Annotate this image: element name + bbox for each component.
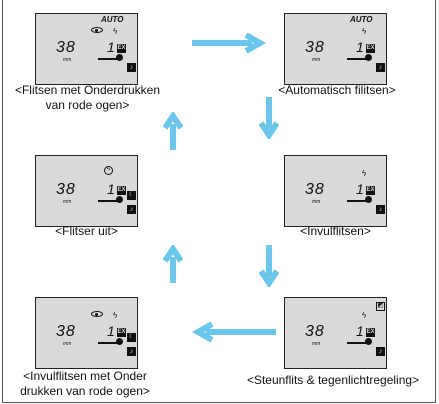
lcd-dot — [365, 196, 372, 203]
exposure-box-icon: EX — [117, 328, 126, 337]
exposure-box-icon: EX — [117, 186, 126, 195]
flash-bolt-icon: ϟ — [113, 311, 118, 320]
auto-indicator: AUTO — [350, 15, 373, 24]
focal-length-unit: mm — [63, 199, 72, 205]
exposure-box-icon: EX — [117, 44, 126, 53]
exposure-box-icon: EX — [366, 328, 375, 337]
focal-length-unit: mm — [312, 341, 321, 347]
lcd-bar — [98, 200, 121, 202]
arrow-down-1 — [259, 97, 279, 139]
caption-fill-red-eye: <Invulflitsen met Onder drukken van rode… — [5, 369, 165, 399]
night-mode-icon: ♪ — [376, 63, 385, 72]
frame-counter: 1 — [107, 181, 115, 197]
caption-slow-sync: <Steunflits & tegenlichtregeling> — [228, 373, 438, 388]
flash-bolt-icon: ϟ — [362, 311, 367, 320]
exposure-box-icon: EX — [366, 186, 375, 195]
caption-line: van rode ogen> — [45, 98, 130, 112]
exposure-box-icon: EX — [366, 44, 375, 53]
caption-line: <Invulflitsen> — [300, 224, 371, 238]
backlight-icon: ◩ — [376, 302, 385, 311]
lcd-dot — [116, 54, 123, 61]
caption-line: <Invulflitsen met Onder — [23, 369, 147, 383]
caption-fill-flash: <Invulflitsen> — [284, 224, 387, 239]
flash-bolt-icon: ϟ — [362, 169, 367, 178]
red-eye-icon — [91, 311, 103, 317]
lcd-bar — [347, 342, 370, 344]
night-mode-icon: ♪ — [127, 205, 136, 214]
portrait-icon: ☾ — [127, 333, 136, 342]
arrow-left — [191, 322, 276, 342]
flash-off-icon: ϟ — [104, 166, 113, 175]
caption-line: drukken van rode ogen> — [20, 384, 150, 398]
night-mode-icon: ♪ — [376, 205, 385, 214]
lcd-bar — [347, 58, 370, 60]
caption-red-eye: <Flitsen met Onderdrukken van rode ogen> — [0, 83, 175, 113]
lcd-bar — [347, 200, 370, 202]
lcd-panel-slow-sync: ◩ ϟ 38 mm 1 EX ♪ — [284, 297, 387, 369]
caption-line: <Flitsen met Onderdrukken — [14, 83, 161, 97]
caption-auto: <Automatisch filitsen> — [262, 83, 412, 98]
auto-indicator: AUTO — [101, 15, 124, 24]
arrow-right — [192, 33, 267, 53]
focal-length-unit: mm — [312, 199, 321, 205]
caption-line: <Steunflits & tegenlichtregeling> — [246, 373, 420, 387]
lcd-panel-red-eye: AUTO ϟ 38 mm 1 EX ♪ — [35, 13, 138, 85]
frame-counter: 1 — [107, 39, 115, 55]
night-mode-icon: ♪ — [376, 347, 385, 356]
portrait-icon: ☾ — [127, 191, 136, 200]
lcd-dot — [116, 196, 123, 203]
lcd-dot — [365, 54, 372, 61]
focal-length-value: 38 — [56, 323, 76, 340]
lcd-panel-flash-off: ϟ 38 mm 1 EX ☾ ♪ — [35, 155, 138, 227]
arrow-up-2 — [163, 112, 183, 150]
focal-length-value: 38 — [305, 181, 325, 198]
flash-bolt-icon: ϟ — [362, 27, 367, 36]
arrow-up-1 — [163, 245, 183, 283]
night-mode-icon: ♪ — [127, 63, 136, 72]
lcd-panel-fill-flash: ϟ 38 mm 1 EX ♪ — [284, 155, 387, 227]
red-eye-icon — [91, 27, 103, 33]
focal-length-unit: mm — [312, 57, 321, 63]
lcd-dot — [365, 338, 372, 345]
caption-flash-off: <Flitser uit> — [35, 224, 138, 239]
arrow-down-2 — [259, 245, 279, 287]
focal-length-unit: mm — [63, 341, 72, 347]
flash-bolt-icon: ϟ — [113, 27, 118, 36]
focal-length-value: 38 — [56, 39, 76, 56]
focal-length-unit: mm — [63, 57, 72, 63]
frame-counter: 1 — [356, 181, 364, 197]
lcd-bar — [98, 342, 121, 344]
caption-line: <Flitser uit> — [55, 224, 118, 238]
lcd-panel-auto: AUTO ϟ 38 mm 1 EX ♪ — [284, 13, 387, 85]
focal-length-value: 38 — [305, 39, 325, 56]
lcd-panel-fill-red-eye: ϟ 38 mm 1 EX ☾ ♪ — [35, 297, 138, 369]
frame-counter: 1 — [356, 39, 364, 55]
lcd-bar — [98, 58, 121, 60]
frame-counter: 1 — [356, 323, 364, 339]
caption-line: <Automatisch filitsen> — [278, 83, 396, 97]
focal-length-value: 38 — [305, 323, 325, 340]
lcd-dot — [116, 338, 123, 345]
frame-counter: 1 — [107, 323, 115, 339]
night-mode-icon: ♪ — [127, 347, 136, 356]
focal-length-value: 38 — [56, 181, 76, 198]
